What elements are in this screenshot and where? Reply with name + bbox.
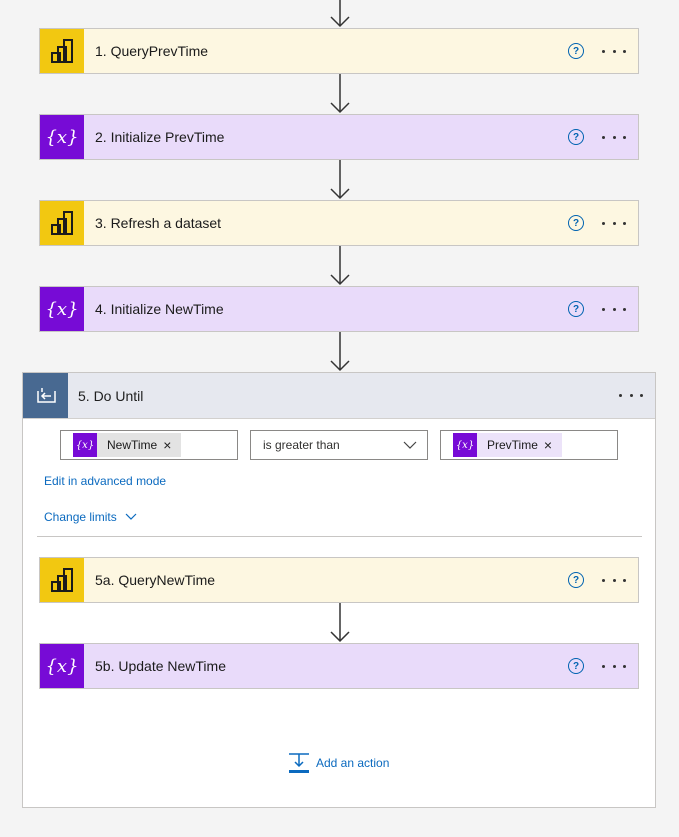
more-options-icon[interactable] bbox=[602, 656, 626, 676]
help-icon[interactable]: ? bbox=[568, 129, 584, 145]
condition-right-operand[interactable]: {x} PrevTime × bbox=[440, 430, 618, 460]
variable-icon: {x} bbox=[40, 287, 84, 331]
step-card-query-new-time[interactable]: 5a. QueryNewTime ? bbox=[39, 557, 639, 603]
more-options-icon[interactable] bbox=[602, 127, 626, 147]
help-icon[interactable]: ? bbox=[568, 215, 584, 231]
help-icon[interactable]: ? bbox=[568, 572, 584, 588]
step-card-update-new-time[interactable]: {x} 5b. Update NewTime ? bbox=[39, 643, 639, 689]
variable-icon: {x} bbox=[40, 644, 84, 688]
divider bbox=[37, 536, 642, 537]
help-icon[interactable]: ? bbox=[568, 658, 584, 674]
connector-arrow bbox=[328, 332, 352, 372]
help-icon[interactable]: ? bbox=[568, 301, 584, 317]
chevron-down-icon bbox=[125, 513, 137, 520]
connector-arrow bbox=[328, 603, 352, 643]
add-action-icon bbox=[289, 753, 309, 773]
add-action-label: Add an action bbox=[316, 756, 390, 770]
chevron-down-icon bbox=[403, 436, 417, 454]
connector-arrow bbox=[328, 160, 352, 200]
svg-text:{x}: {x} bbox=[45, 656, 78, 677]
more-options-icon[interactable] bbox=[602, 570, 626, 590]
remove-token-icon[interactable]: × bbox=[543, 437, 553, 453]
step-card-refresh-dataset[interactable]: 3. Refresh a dataset ? bbox=[39, 200, 639, 246]
dynamic-content-token[interactable]: {x} PrevTime × bbox=[453, 433, 563, 457]
step-title: 3. Refresh a dataset bbox=[95, 215, 222, 231]
step-card-initialize-new-time[interactable]: {x} 4. Initialize NewTime ? bbox=[39, 286, 639, 332]
step-title: 5b. Update NewTime bbox=[95, 658, 226, 674]
step-title: 1. QueryPrevTime bbox=[95, 43, 209, 59]
condition-operator-select[interactable]: is greater than bbox=[250, 430, 428, 460]
do-until-header[interactable]: 5. Do Until bbox=[23, 373, 655, 419]
variable-icon: {x} bbox=[40, 115, 84, 159]
power-bi-icon bbox=[40, 558, 84, 602]
do-until-icon bbox=[23, 373, 68, 418]
connector-arrow bbox=[328, 0, 352, 40]
do-until-title: 5. Do Until bbox=[78, 387, 144, 404]
variable-icon: {x} bbox=[73, 433, 97, 457]
step-card-query-prev-time[interactable]: 1. QueryPrevTime ? bbox=[39, 28, 639, 74]
condition-left-operand[interactable]: {x} NewTime × bbox=[60, 430, 238, 460]
edit-advanced-mode-link[interactable]: Edit in advanced mode bbox=[44, 474, 167, 488]
remove-token-icon[interactable]: × bbox=[163, 437, 172, 453]
token-label: NewTime bbox=[107, 438, 158, 452]
step-title: 5a. QueryNewTime bbox=[95, 572, 216, 588]
power-bi-icon bbox=[40, 29, 84, 73]
change-limits-link[interactable]: Change limits bbox=[44, 510, 137, 524]
connector-arrow bbox=[328, 74, 352, 114]
change-limits-label: Change limits bbox=[44, 510, 117, 524]
variable-icon: {x} bbox=[453, 433, 477, 457]
dynamic-content-token[interactable]: {x} NewTime × bbox=[73, 433, 182, 457]
svg-text:{x}: {x} bbox=[45, 299, 78, 320]
step-card-initialize-prev-time[interactable]: {x} 2. Initialize PrevTime ? bbox=[39, 114, 639, 160]
token-label: PrevTime bbox=[487, 438, 538, 452]
operator-value: is greater than bbox=[263, 438, 340, 452]
step-title: 2. Initialize PrevTime bbox=[95, 129, 225, 145]
more-options-icon[interactable] bbox=[619, 386, 643, 406]
more-options-icon[interactable] bbox=[602, 213, 626, 233]
add-action-button[interactable]: Add an action bbox=[288, 752, 389, 774]
power-bi-icon bbox=[40, 201, 84, 245]
connector-arrow bbox=[328, 246, 352, 286]
help-icon[interactable]: ? bbox=[568, 43, 584, 59]
step-title: 4. Initialize NewTime bbox=[95, 301, 224, 317]
svg-text:{x}: {x} bbox=[45, 127, 78, 148]
more-options-icon[interactable] bbox=[602, 299, 626, 319]
more-options-icon[interactable] bbox=[602, 41, 626, 61]
